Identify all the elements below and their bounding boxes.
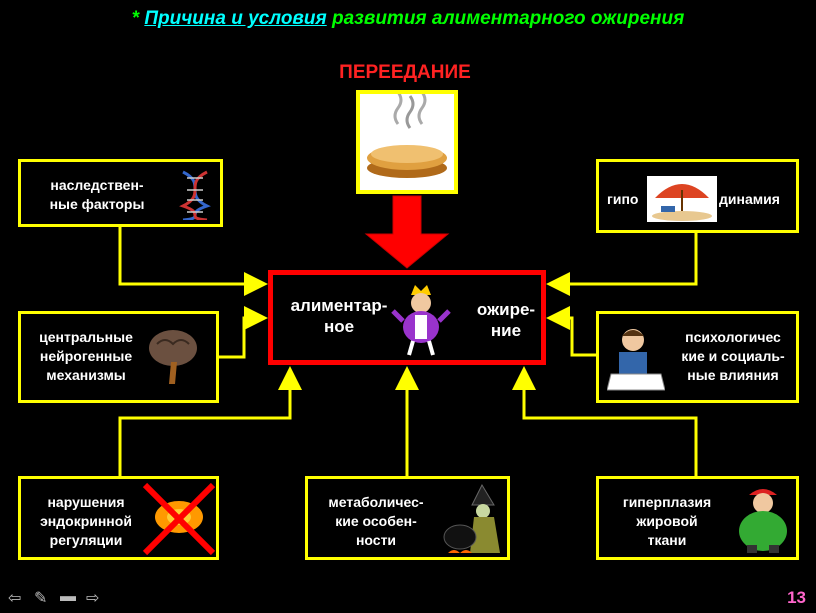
hypodynamia-right-label: динамия (719, 191, 780, 207)
pen-icon[interactable]: ✎ (34, 590, 48, 607)
crossed-gland-icon (142, 482, 216, 556)
worried-person-icon (607, 329, 665, 391)
hyperplasia-label: гиперплазия жировой ткани (622, 494, 712, 548)
neurogenic-label: центральные нейрогенные механизмы (39, 329, 133, 383)
center-left-label: алиментар- ное (290, 296, 388, 336)
nav-forward-icon[interactable]: ⇨ (86, 590, 100, 607)
metabolic-label: метаболичес- кие особен- ности (328, 494, 424, 548)
box-hypodynamia: гипо динамия (596, 159, 799, 233)
fat-man-icon (739, 489, 787, 553)
red-down-arrow (364, 195, 450, 269)
heredity-label: наслед­ствен- ные факторы (49, 177, 145, 212)
page-number: 13 (787, 588, 806, 607)
box-hyperplasia: гиперплазия жировой ткани (596, 476, 799, 560)
title-star: * (131, 8, 140, 29)
center-right-label: ожире- ние (476, 300, 536, 340)
title-link[interactable]: Причина и условия (144, 8, 327, 29)
box-psycho: психологичес кие и социаль- ные влияния (596, 311, 799, 403)
overeating-label: ПЕРЕЕДАНИЕ (339, 62, 471, 83)
center-left-text: алиментар- ное (279, 295, 399, 337)
box-neurogenic: центральные нейрогенные механизмы (18, 311, 219, 403)
menu-icon[interactable]: ▬ (60, 588, 76, 605)
food-image-box (356, 90, 458, 194)
box-metabolic: метаболичес- кие особен- ности (305, 476, 510, 560)
nav-back-icon[interactable]: ⇦ (8, 590, 22, 607)
dna-icon (179, 170, 211, 220)
center-box: алиментар- ное ожире- ние (268, 270, 546, 365)
center-right-text: ожире- ние (463, 299, 549, 341)
title-rest: развития алиментарного ожирения (331, 8, 685, 29)
beach-icon (647, 176, 717, 222)
pie-icon (367, 91, 447, 178)
box-heredity: наслед­ствен- ные факторы (18, 159, 223, 227)
endocrine-label: нарушения эндокринной регуляции (40, 494, 132, 548)
brain-icon (149, 330, 197, 384)
box-endocrine: нарушения эндокринной регуляции (18, 476, 219, 560)
witch-cauldron-icon (443, 483, 500, 553)
hypodynamia-left-label: гипо (607, 191, 639, 207)
slide-title: * Причина и условия развития алиментарно… (0, 8, 816, 30)
psycho-label: психологичес кие и социаль- ные влияния (681, 329, 785, 383)
king-icon (391, 285, 451, 356)
